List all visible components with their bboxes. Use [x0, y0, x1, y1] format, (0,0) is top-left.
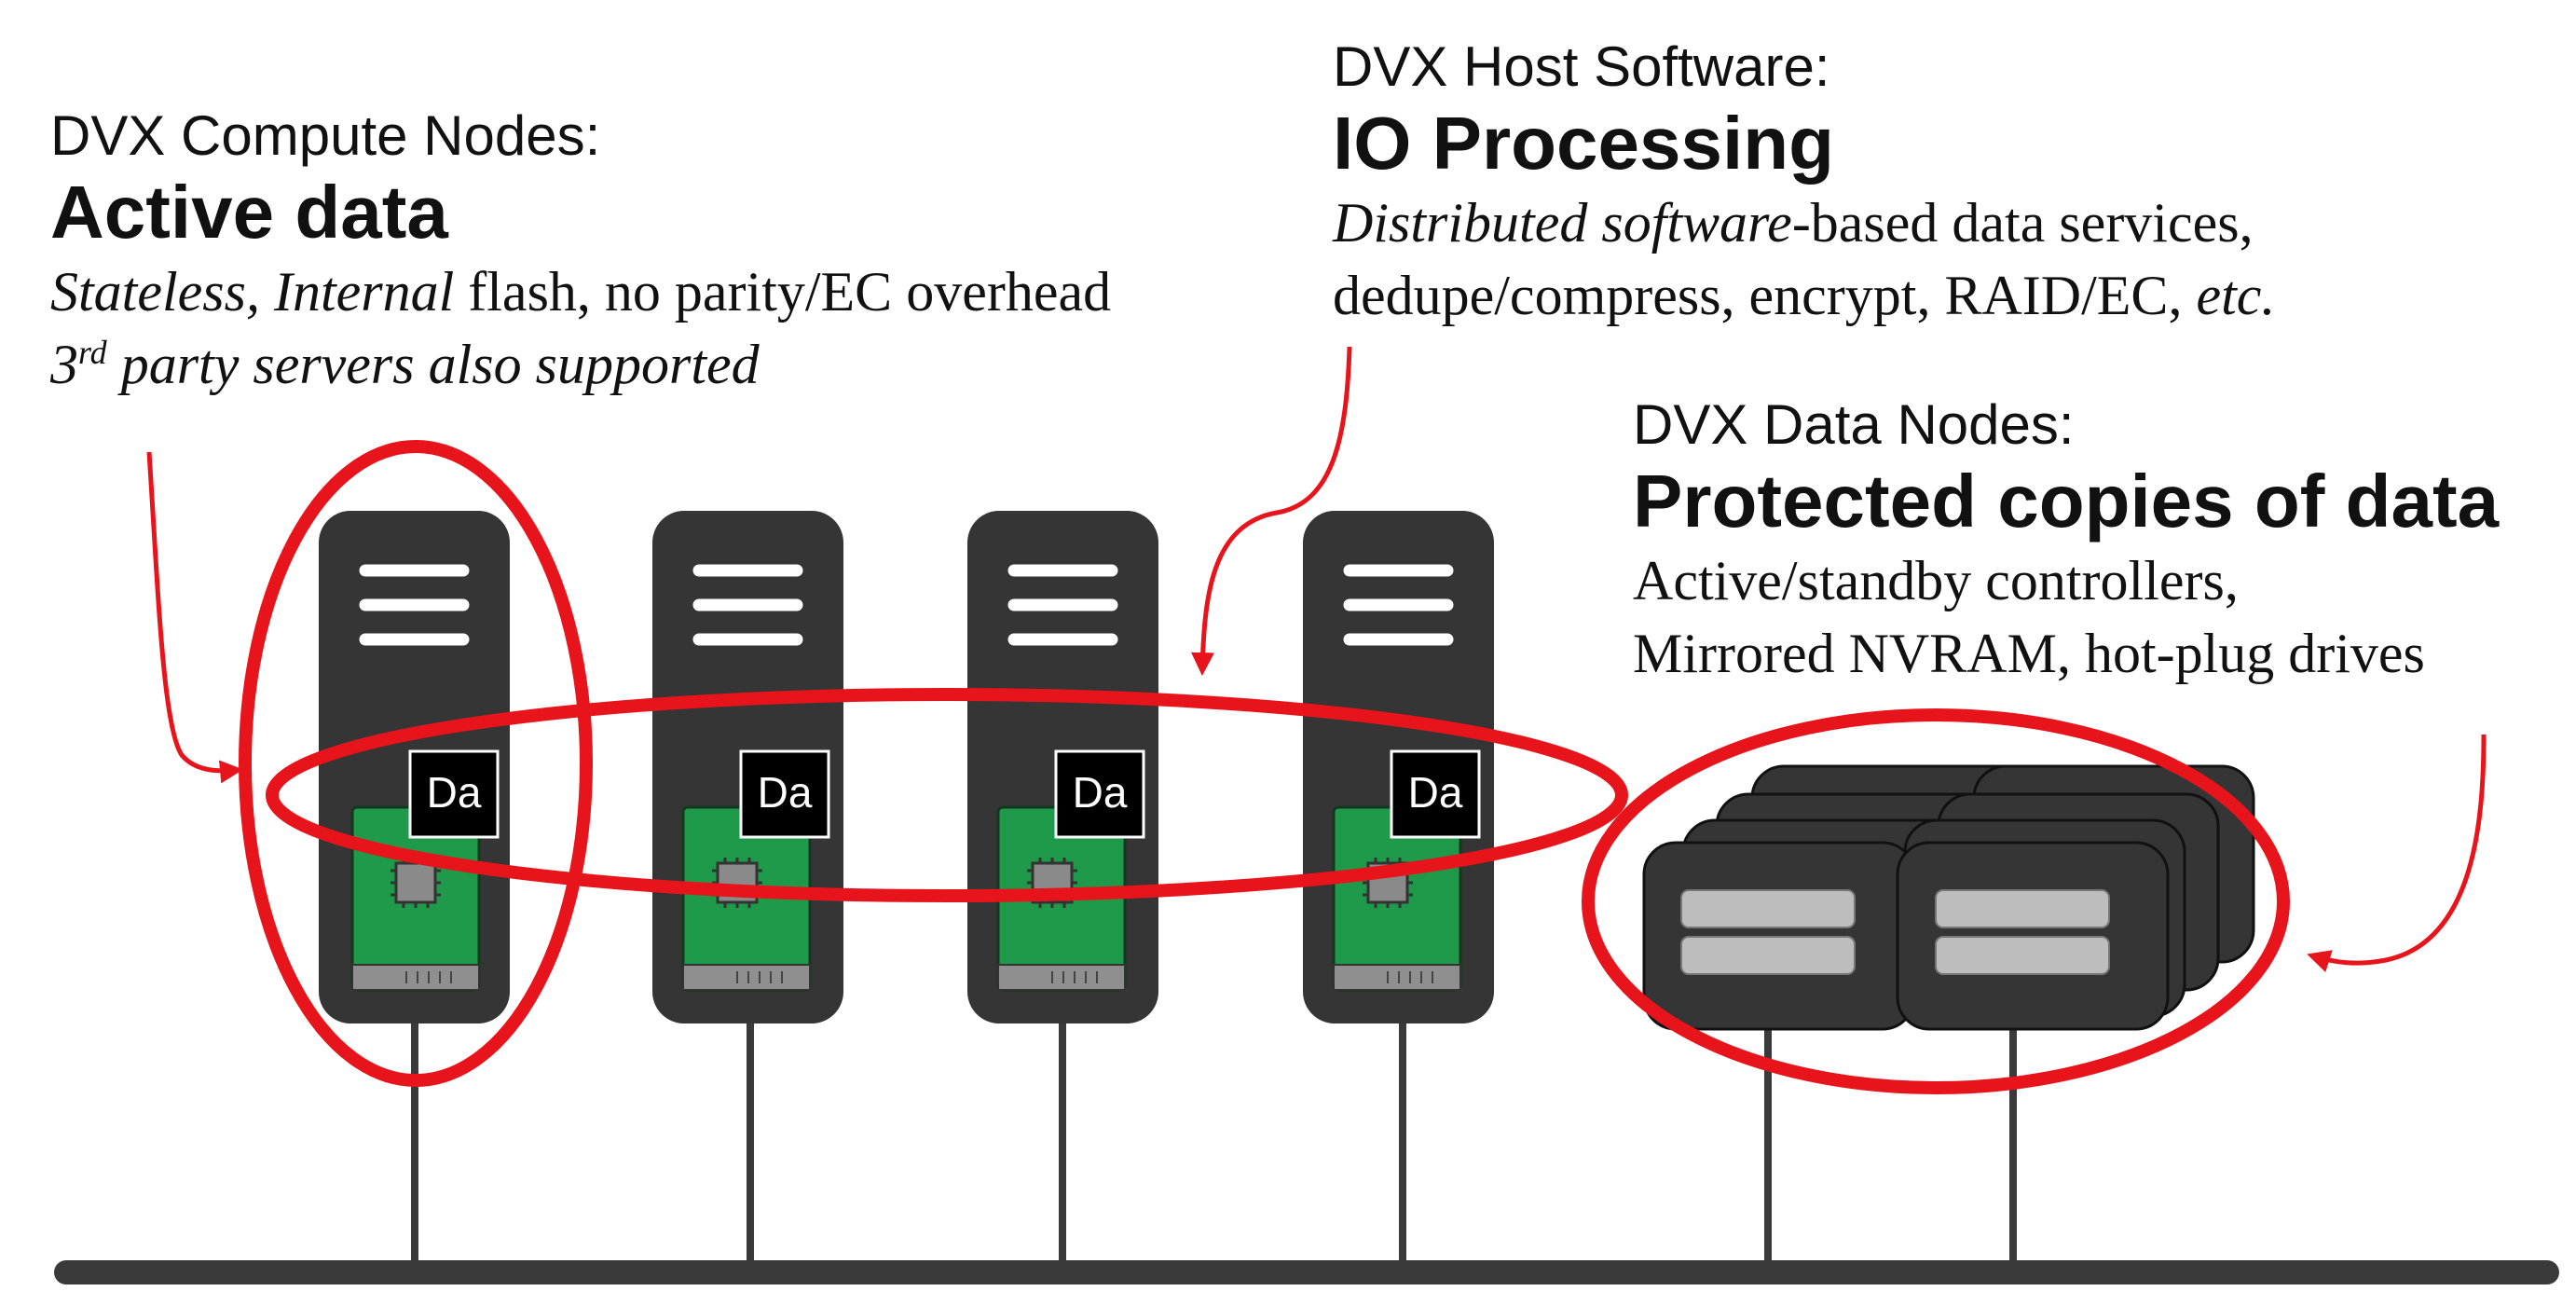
da-badge — [1054, 749, 1145, 839]
host-line-2-italic: etc. — [2196, 265, 2276, 326]
data-nodes-line-1: Active/standby controllers, — [1633, 550, 2239, 611]
da-badge-label: Da — [758, 768, 813, 817]
host-line-1-italic: Distributed software — [1333, 192, 1792, 254]
vent-icon — [1343, 564, 1454, 646]
host-software-line-1: Distributed software-based data services… — [1333, 186, 2275, 259]
host-software-caption: DVX Host Software: IO Processing Distrib… — [1333, 34, 2275, 332]
data-nodes-headline: Protected copies of data — [1633, 460, 2500, 543]
data-nodes-caption: DVX Data Nodes: Protected copies of data… — [1633, 392, 2499, 690]
compute-nodes-caption: DVX Compute Nodes: Active data Stateless… — [50, 103, 1111, 401]
compute-node-highlight — [239, 440, 593, 1087]
circuit-board-icon — [681, 805, 812, 992]
vent-icon — [1007, 564, 1118, 646]
chip-icon — [712, 858, 762, 908]
host-software-line-2: dedupe/compress, encrypt, RAID/EC, etc. — [1333, 259, 2275, 332]
disk-left-bottom — [1680, 936, 1856, 975]
host-line-2-text: dedupe/compress, encrypt, RAID/EC, — [1333, 265, 2197, 326]
compute-line-2-rest: party servers also supported — [106, 334, 760, 395]
da-badge-label: Da — [1073, 768, 1128, 817]
da-badge-label: Da — [1408, 768, 1463, 817]
compute-line-1-italic: Stateless, Internal — [50, 261, 455, 323]
compute-nodes-kicker: DVX Compute Nodes: — [50, 104, 601, 167]
compute-line-1-rest: flash, no parity/EC overhead — [454, 261, 1112, 323]
server-4: Da — [1303, 511, 1494, 1023]
host-line-1-rest: -based data services, — [1791, 192, 2254, 254]
host-software-highlight — [266, 688, 1628, 902]
compute-line-2-superscript: rd — [78, 334, 107, 371]
annotation-arrows — [146, 346, 2487, 972]
disk-left-top — [1680, 889, 1856, 928]
server-3: Da — [967, 511, 1158, 1023]
circuit-board-icon — [1332, 805, 1462, 992]
compute-pointer-arrow — [146, 451, 243, 784]
disk-icon — [1680, 889, 2110, 975]
disk-right-top — [1935, 889, 2110, 928]
compute-line-2-ordinal: 3 — [50, 334, 78, 395]
compute-nodes-headline: Active data — [50, 171, 448, 254]
data-nodes-line-2: Mirrored NVRAM, hot-plug drives — [1633, 623, 2425, 684]
da-badge-label: Da — [427, 768, 482, 817]
host-software-headline: IO Processing — [1333, 102, 1834, 185]
server-1: Da — [319, 511, 510, 1023]
vent-icon — [692, 564, 803, 646]
data-nodes-kicker: DVX Data Nodes: — [1633, 393, 2075, 456]
vent-icon — [359, 564, 470, 646]
annotation-highlights — [239, 440, 2290, 1094]
da-badge — [1390, 749, 1481, 839]
da-badge — [739, 749, 830, 839]
disk-right-bottom — [1935, 936, 2110, 975]
host-pointer-arrow — [1191, 346, 1352, 676]
da-badge — [408, 749, 500, 839]
data-nodes-pointer-arrow — [2307, 734, 2487, 972]
data-nodes-highlight — [1582, 708, 2290, 1094]
server-2: Da — [652, 511, 843, 1023]
network-bus — [54, 1260, 2559, 1284]
compute-nodes-line-2: 3rd party servers also supported — [50, 328, 1111, 401]
server-uplinks — [411, 988, 2017, 1264]
host-software-kicker: DVX Host Software: — [1333, 35, 1830, 98]
compute-nodes-line-1: Stateless, Internal flash, no parity/EC … — [50, 255, 1111, 328]
